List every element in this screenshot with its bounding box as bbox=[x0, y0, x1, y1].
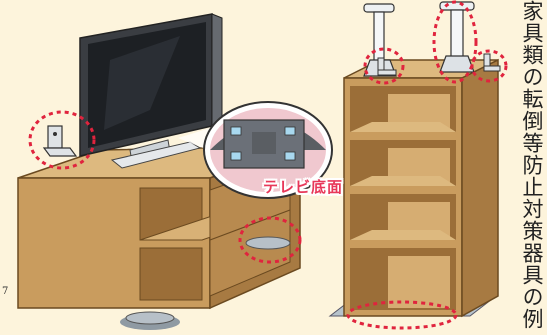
l-bracket-icon bbox=[44, 126, 76, 156]
left-edge-mark: 7 bbox=[2, 286, 8, 297]
vertical-caption: 家具類の転倒等防止対策器具の例 bbox=[513, 0, 547, 335]
tv-base-label: テレビ底面 bbox=[243, 176, 363, 197]
